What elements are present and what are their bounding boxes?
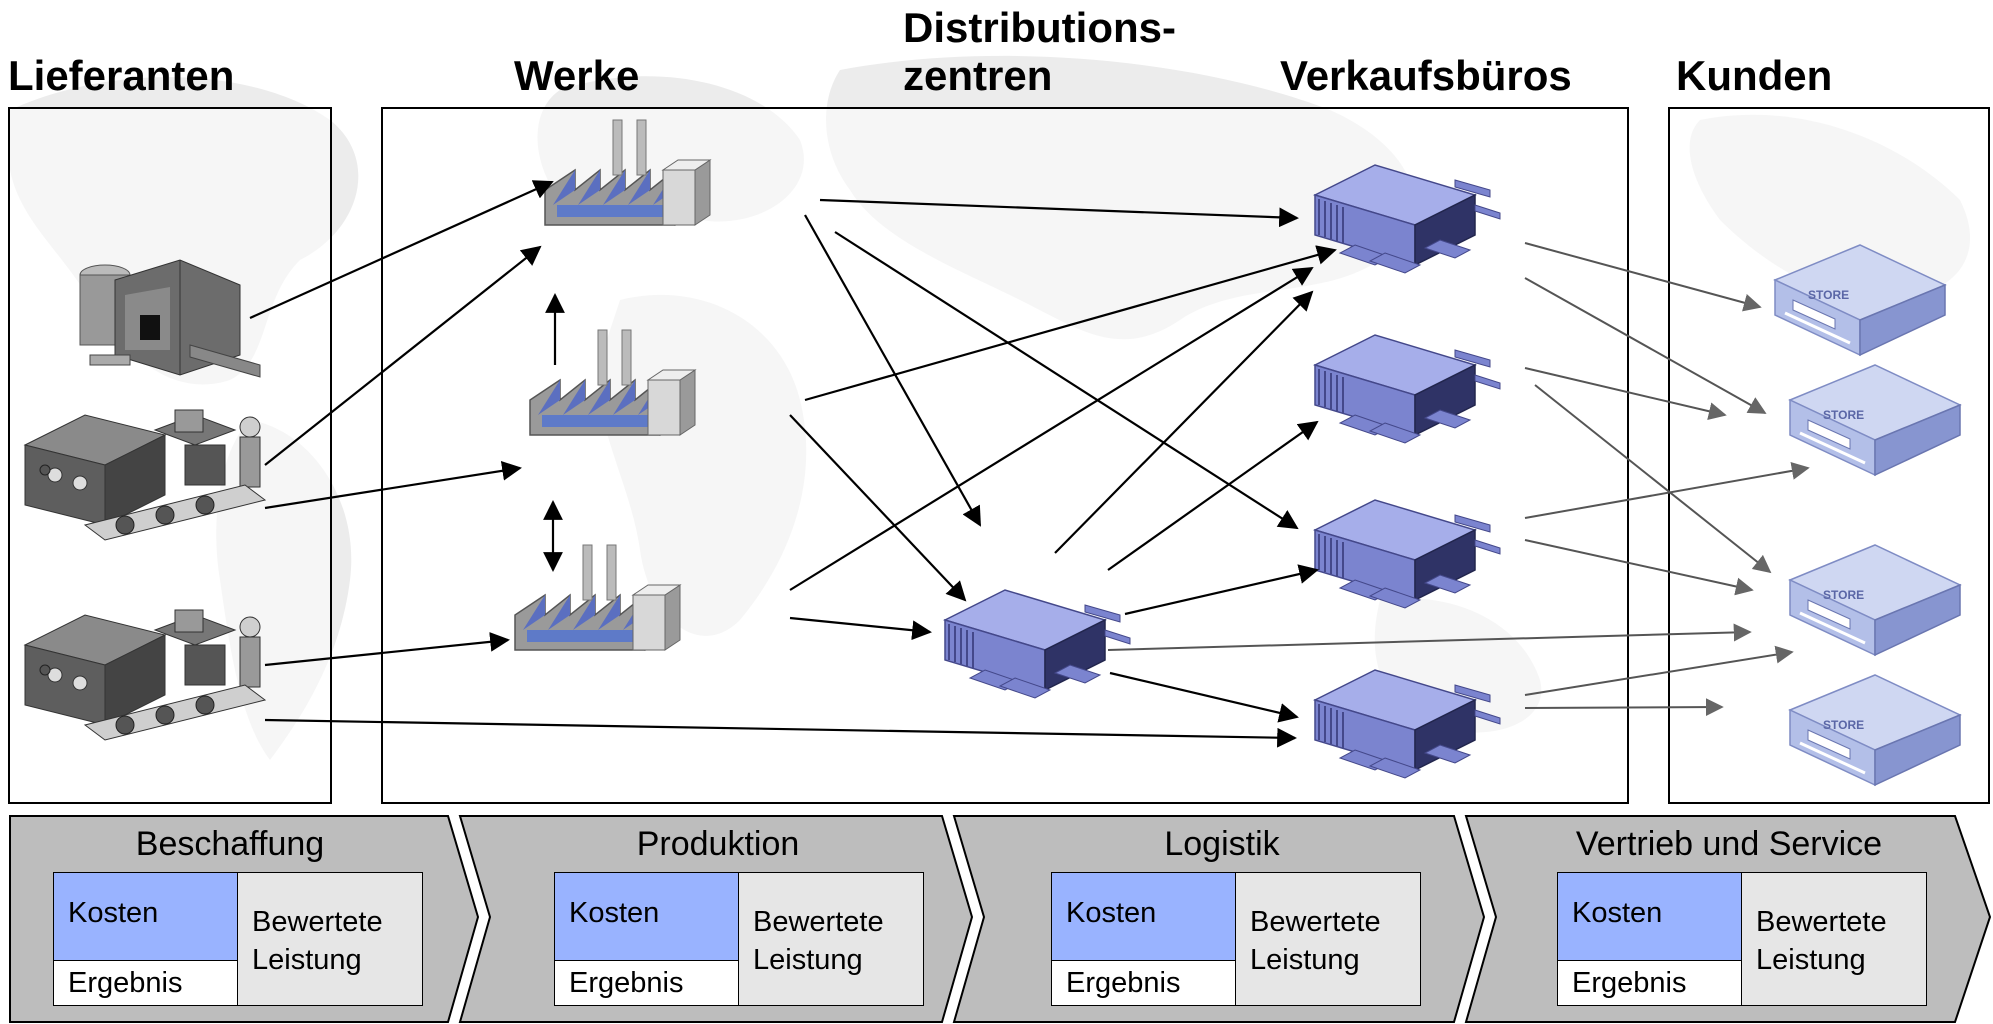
header-distributionszentren-line2: zentren bbox=[903, 52, 1053, 99]
header-kunden: Kunden bbox=[1676, 52, 1833, 99]
flow-arrow bbox=[1524, 277, 1767, 414]
store-sign: STORE bbox=[1823, 408, 1864, 422]
ergebnis-cell: Ergebnis bbox=[1052, 961, 1236, 1005]
kunden-panel bbox=[1668, 107, 1990, 804]
flow-arrow bbox=[264, 718, 1297, 748]
flow-arrow bbox=[1109, 671, 1299, 723]
flow-arrow bbox=[1524, 367, 1727, 421]
flow-arrow bbox=[789, 266, 1314, 591]
header-verkaufsbueros: Verkaufsbüros bbox=[1280, 52, 1572, 99]
bewertete-line1: Bewertete bbox=[1756, 906, 1887, 938]
kosten-cell: Kosten bbox=[54, 873, 238, 961]
industrial-plant-icon bbox=[79, 259, 261, 378]
flow-arrow bbox=[1524, 242, 1762, 312]
flow-arrow bbox=[1524, 698, 1724, 717]
flow-arrow bbox=[1054, 290, 1314, 554]
stage-title: Logistik bbox=[1164, 825, 1280, 863]
scorecard-vertrieb: Kosten Ergebnis Bewertete Leistung bbox=[1557, 872, 1927, 1006]
conveyor-machine-icon bbox=[24, 409, 266, 541]
ergebnis-cell: Ergebnis bbox=[54, 961, 238, 1005]
store-icon bbox=[1773, 243, 1947, 357]
bewertete-line2: Leistung bbox=[1250, 944, 1360, 976]
scorecard-logistik: Kosten Ergebnis Bewertete Leistung bbox=[1051, 872, 1421, 1006]
flow-arrow bbox=[264, 245, 542, 466]
warehouse-icon bbox=[944, 589, 1131, 699]
warehouse-icon bbox=[1314, 499, 1501, 609]
flow-arrow bbox=[789, 616, 932, 641]
flow-arrow bbox=[1124, 564, 1319, 616]
flow-arrow bbox=[804, 245, 1337, 402]
bewertete-line1: Bewertete bbox=[252, 906, 383, 938]
bewertete-leistung-cell: Bewertete Leistung bbox=[753, 903, 923, 979]
conveyor-machine-icon bbox=[24, 609, 266, 741]
flow-arrow bbox=[249, 180, 554, 320]
warehouse-icon bbox=[1314, 669, 1501, 779]
header-lieferanten: Lieferanten bbox=[8, 52, 235, 99]
flow-arrow bbox=[789, 414, 967, 602]
kosten-cell: Kosten bbox=[1052, 873, 1236, 961]
header-werke: Werke bbox=[514, 52, 640, 99]
flow-arrow bbox=[1107, 623, 1752, 651]
flow-arrow bbox=[1524, 539, 1754, 596]
bewertete-leistung-cell: Bewertete Leistung bbox=[252, 903, 422, 979]
kosten-cell: Kosten bbox=[1558, 873, 1742, 961]
store-sign: STORE bbox=[1808, 288, 1849, 302]
bewertete-leistung-cell: Bewertete Leistung bbox=[1250, 903, 1420, 979]
scorecard-beschaffung: Kosten Ergebnis Bewertete Leistung bbox=[53, 872, 423, 1006]
flow-arrow bbox=[264, 460, 522, 510]
store-sign: STORE bbox=[1823, 588, 1864, 602]
kosten-cell: Kosten bbox=[555, 873, 739, 961]
bewertete-line2: Leistung bbox=[1756, 944, 1866, 976]
factory-icon bbox=[544, 119, 711, 226]
store-sign: STORE bbox=[1823, 718, 1864, 732]
stage-title: Beschaffung bbox=[135, 825, 325, 863]
store-icon bbox=[1788, 363, 1962, 477]
stage-title: Produktion bbox=[636, 825, 800, 863]
bewertete-line2: Leistung bbox=[753, 944, 863, 976]
bewertete-line2: Leistung bbox=[252, 944, 362, 976]
store-icon bbox=[1788, 673, 1962, 787]
bewertete-line1: Bewertete bbox=[753, 906, 884, 938]
flow-arrow bbox=[819, 198, 1299, 228]
flow-arrow bbox=[264, 631, 510, 667]
flow-arrow bbox=[1524, 645, 1794, 696]
flow-arrow bbox=[1524, 461, 1810, 519]
flow-arrow bbox=[834, 231, 1299, 530]
ergebnis-cell: Ergebnis bbox=[555, 961, 739, 1005]
scorecard-produktion: Kosten Ergebnis Bewertete Leistung bbox=[554, 872, 924, 1006]
warehouse-icon bbox=[1314, 334, 1501, 444]
header-distributionszentren-line1: Distributions- bbox=[903, 4, 1176, 51]
stage-title: Vertrieb und Service bbox=[1575, 825, 1883, 863]
flow-arrow bbox=[804, 214, 981, 527]
flow-arrow bbox=[1107, 420, 1319, 571]
flow-arrow bbox=[1534, 384, 1772, 574]
ergebnis-cell: Ergebnis bbox=[1558, 961, 1742, 1005]
bewertete-leistung-cell: Bewertete Leistung bbox=[1756, 903, 1926, 979]
warehouse-icon bbox=[1314, 164, 1501, 274]
store-icon bbox=[1788, 543, 1962, 657]
factory-icon bbox=[514, 544, 681, 651]
bewertete-line1: Bewertete bbox=[1250, 906, 1381, 938]
